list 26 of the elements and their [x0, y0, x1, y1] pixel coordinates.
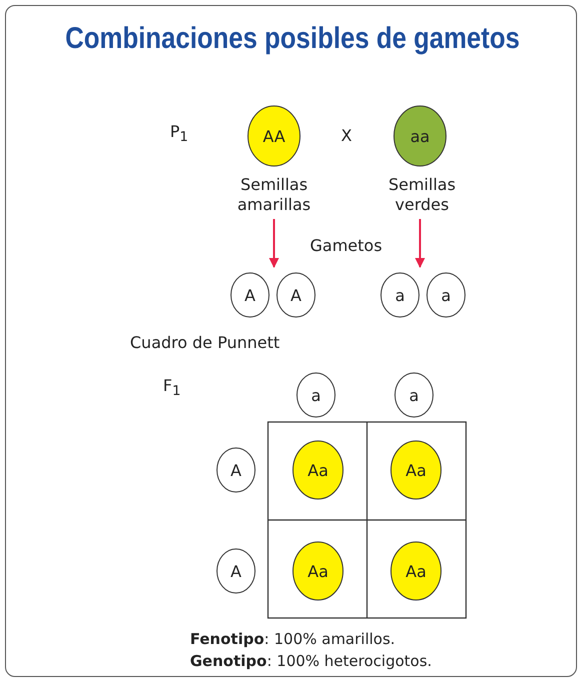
result-text: Fenotipo: 100% amarillos. [190, 630, 396, 648]
allele-circle: A [216, 447, 256, 493]
title: Combinaciones posibles de gametos [64, 22, 521, 56]
genotype-circle: AA [247, 105, 301, 167]
allele-circle: a [380, 272, 420, 318]
genotype-circle: aa [393, 105, 447, 167]
allele-circle: A [216, 548, 256, 594]
result-text: Genotipo: 100% heterocigotos. [190, 652, 432, 670]
caption-text: Gametos [310, 236, 382, 255]
arrow [415, 219, 425, 268]
generation-label: F$_{1}$ [163, 376, 181, 400]
genotype-circle: Aa [292, 440, 344, 500]
genotype-circle: Aa [390, 440, 442, 500]
cross-symbol: X [341, 126, 352, 145]
generation-label: P$_{1}$ [170, 122, 188, 146]
caption-text: Cuadro de Punnett [130, 333, 280, 352]
allele-circle: a [426, 272, 466, 318]
arrow [269, 219, 279, 268]
allele-circle: a [296, 372, 336, 418]
caption-text: Semillas amarillas [236, 175, 312, 215]
allele-circle: a [394, 372, 434, 418]
allele-circle: A [230, 272, 270, 318]
allele-circle: A [276, 272, 316, 318]
genotype-circle: Aa [292, 541, 344, 601]
genotype-circle: Aa [390, 541, 442, 601]
caption-text: Semillas verdes [387, 175, 457, 215]
